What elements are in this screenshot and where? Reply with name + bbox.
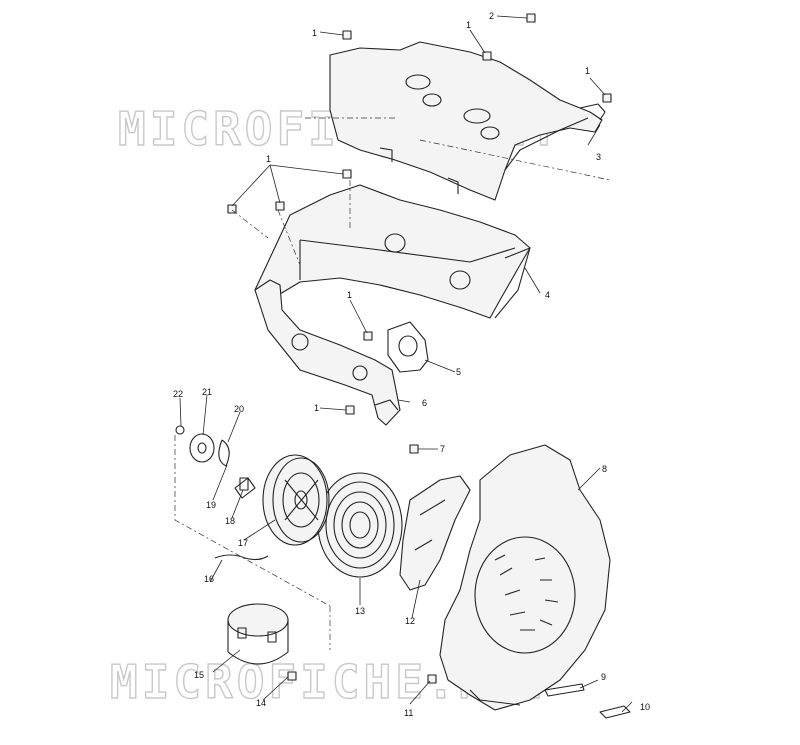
callout-19: 19 (206, 500, 216, 510)
starter-bracket (399, 475, 471, 591)
callout-21: 21 (202, 387, 212, 397)
callout-17: 17 (238, 538, 248, 548)
callout-1: 1 (347, 290, 352, 300)
starter-cup (227, 603, 289, 665)
bolts (227, 13, 631, 719)
callout-20: 20 (234, 404, 244, 414)
gasket (387, 321, 429, 373)
callout-1: 1 (266, 154, 271, 164)
callout-14: 14 (256, 698, 266, 708)
callout-5: 5 (456, 367, 461, 377)
callout-4: 4 (545, 290, 550, 300)
callout-18: 18 (225, 516, 235, 526)
callout-16: 16 (204, 574, 214, 584)
starter-pulley (262, 454, 330, 546)
leader-lines (179, 15, 633, 713)
callout-1: 1 (466, 20, 471, 30)
callout-13: 13 (355, 606, 365, 616)
callout-2: 2 (489, 11, 494, 21)
lower-shroud (254, 184, 531, 319)
callout-7: 7 (440, 444, 445, 454)
callout-9: 9 (601, 672, 606, 682)
callout-10: 10 (640, 702, 650, 712)
callout-6: 6 (422, 398, 427, 408)
fan-housing (439, 444, 611, 711)
callout-8: 8 (602, 464, 607, 474)
callout-1: 1 (314, 403, 319, 413)
top-shroud (329, 41, 606, 201)
callout-3: 3 (596, 152, 601, 162)
callout-1: 1 (312, 28, 317, 38)
callout-11: 11 (404, 708, 413, 718)
alignment-lines (174, 117, 611, 650)
callout-12: 12 (405, 616, 415, 626)
starter-rope (214, 554, 269, 561)
callout-labels: 1 1 2 1 3 1 4 1 5 1 6 7 8 9 10 11 12 13 … (173, 11, 650, 718)
callout-22: 22 (173, 389, 183, 399)
bracket (254, 279, 401, 426)
recoil-spring (317, 472, 403, 578)
callout-1: 1 (585, 66, 590, 76)
small-parts (175, 425, 256, 499)
callout-15: 15 (194, 670, 204, 680)
